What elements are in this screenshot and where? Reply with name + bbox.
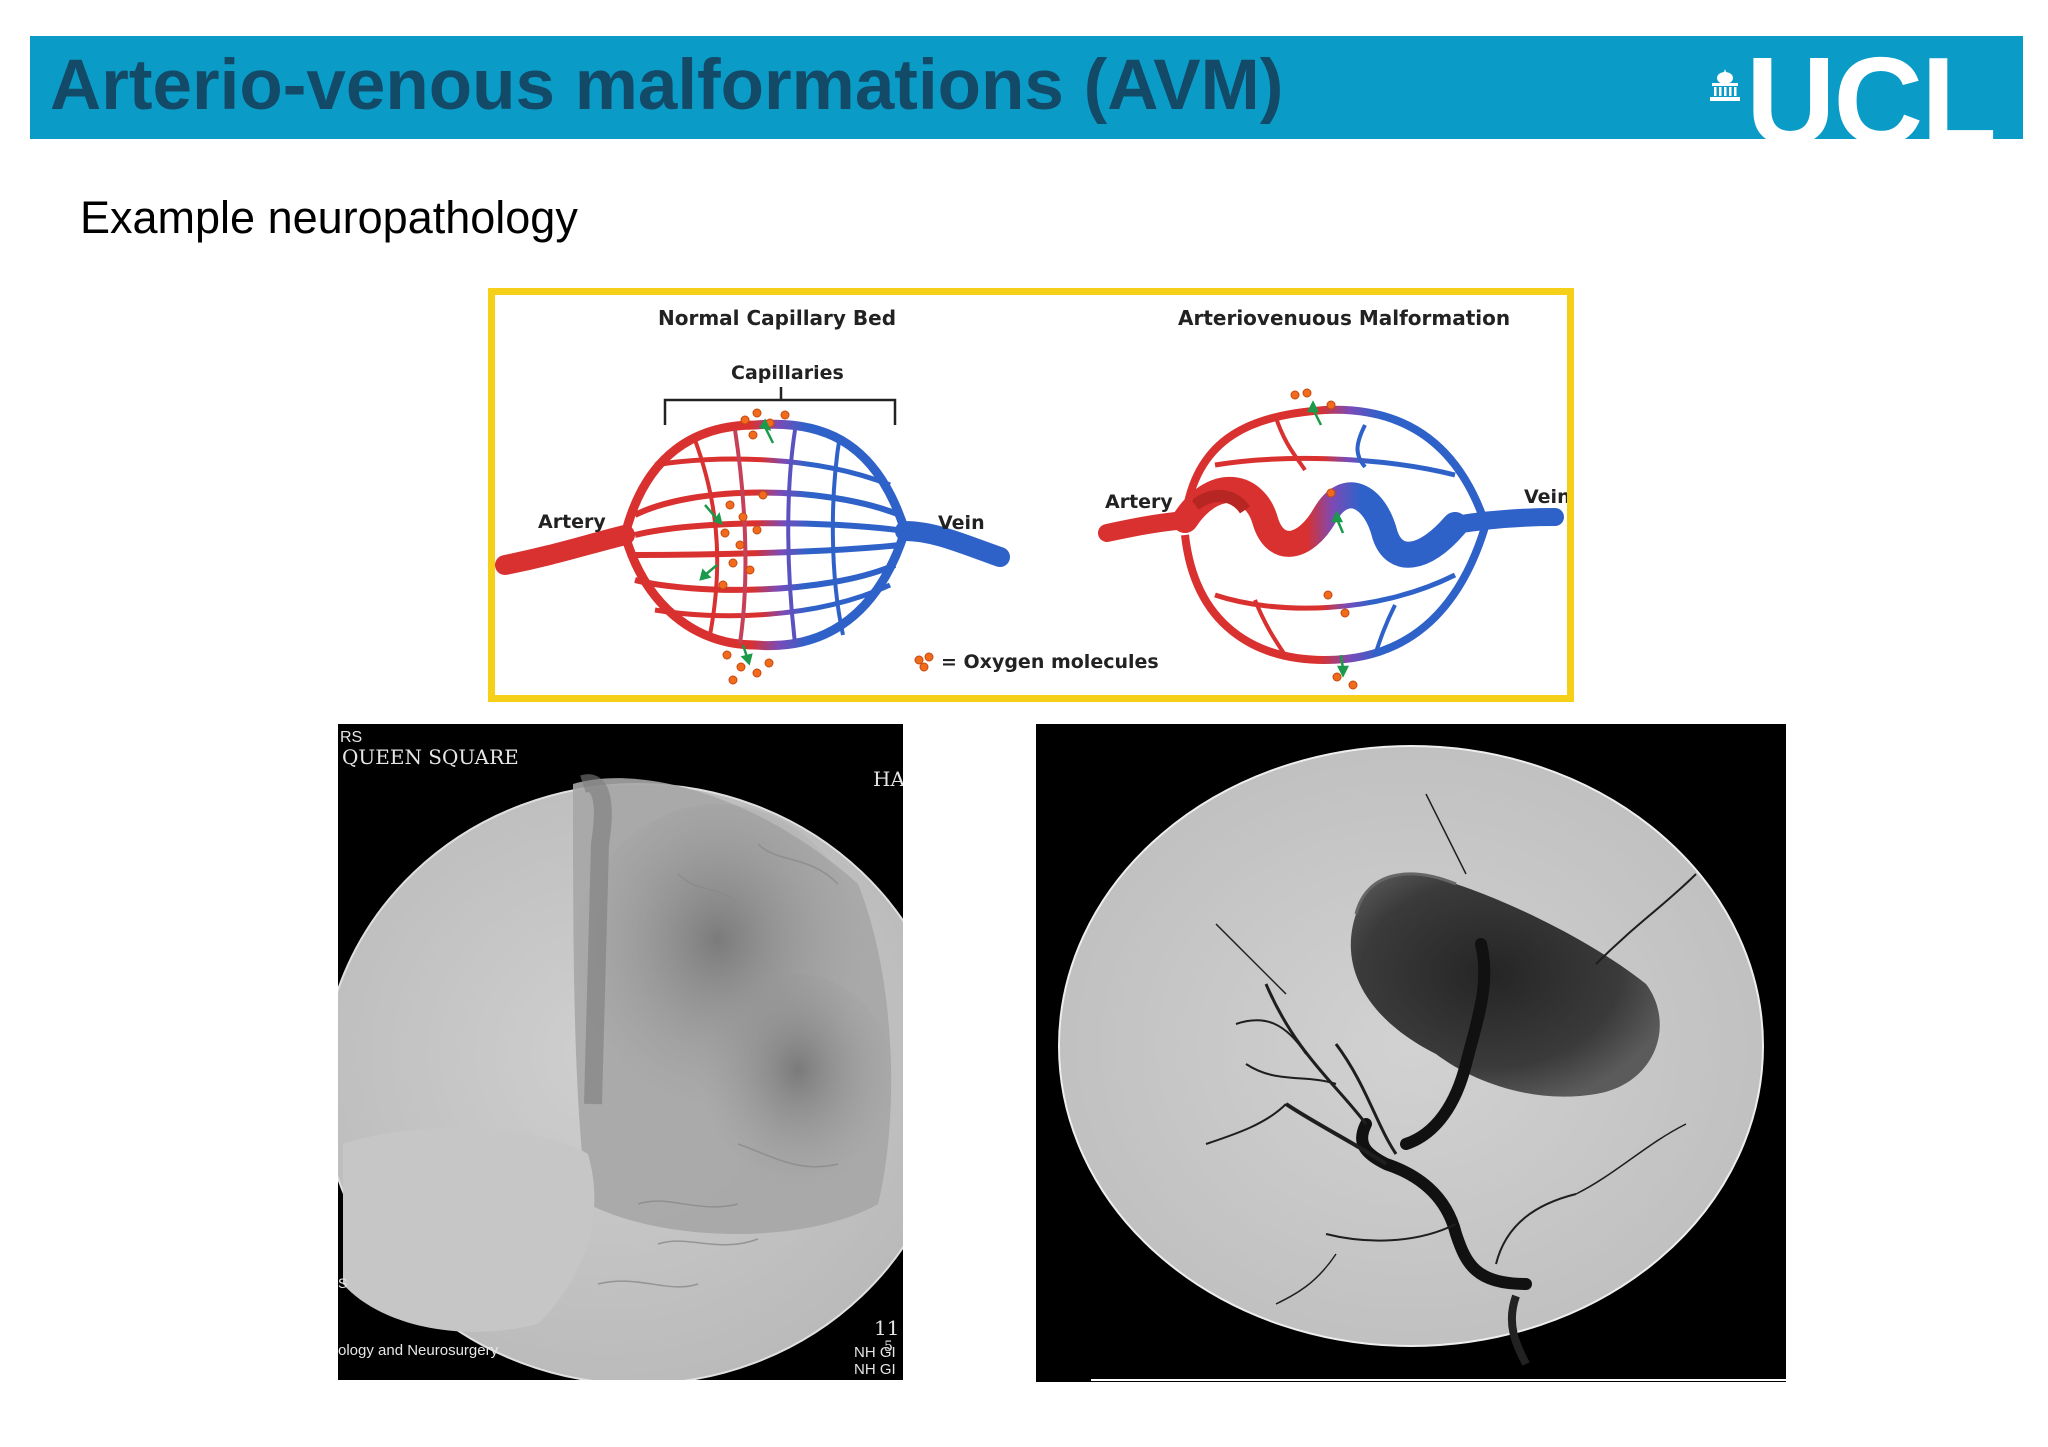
normal-bed-title: Normal Capillary Bed [658, 306, 896, 330]
overlay-queen-square: QUEEN SQUARE [342, 745, 519, 769]
legend-label: = Oxygen molecules [941, 651, 1159, 673]
angiogram-left: RS QUEEN SQUARE HAF S 11 5 ology and Neu… [338, 724, 903, 1380]
overlay-institute: ology and Neurosurgery [338, 1342, 499, 1359]
angiogram-right [1036, 724, 1786, 1382]
ucl-logo: UCL [1670, 36, 2010, 139]
slide-subtitle: Example neuropathology [80, 192, 578, 243]
overlay-number-1: 11 [874, 1316, 899, 1340]
header-bar: Arterio-venous malformations (AVM) UCL [30, 36, 2023, 139]
overlay-number-2: 5 [884, 1339, 893, 1355]
overlay-bottom-right-1: NH GI [854, 1344, 896, 1361]
slide-title: Arterio-venous malformations (AVM) [50, 46, 1284, 125]
angiogram-left-image: RS QUEEN SQUARE HAF S 11 5 ology and Neu… [338, 729, 903, 1380]
avm-vessels [1098, 388, 1564, 690]
vessel-illustration: Normal Capillary Bed Arteriovenuous Malf… [495, 306, 1571, 690]
overlay-rs: RS [340, 729, 362, 746]
artery-label-normal: Artery [538, 511, 606, 533]
vein-label-normal: Vein [938, 512, 985, 534]
vein-label-avm: Vein [1524, 486, 1567, 508]
overlay-right-fragment: HAF [873, 767, 903, 791]
oxygen-legend-icon [914, 652, 934, 672]
artery-label-avm: Artery [1105, 491, 1173, 513]
capillaries-bracket [663, 387, 897, 425]
avm-title: Arteriovenuous Malformation [1178, 306, 1510, 330]
overlay-bottom-right-2: NH GI [854, 1361, 896, 1378]
normal-capillary-bed [495, 408, 1010, 685]
avm-comparison-diagram: Normal Capillary Bed Arteriovenuous Malf… [488, 288, 1574, 702]
angiogram-right-image [1058, 745, 1786, 1381]
portico-icon [1710, 69, 1740, 101]
overlay-left-fragment: S [338, 1275, 347, 1291]
ucl-logo-text: UCL [1746, 36, 1997, 139]
capillaries-label: Capillaries [731, 362, 844, 384]
